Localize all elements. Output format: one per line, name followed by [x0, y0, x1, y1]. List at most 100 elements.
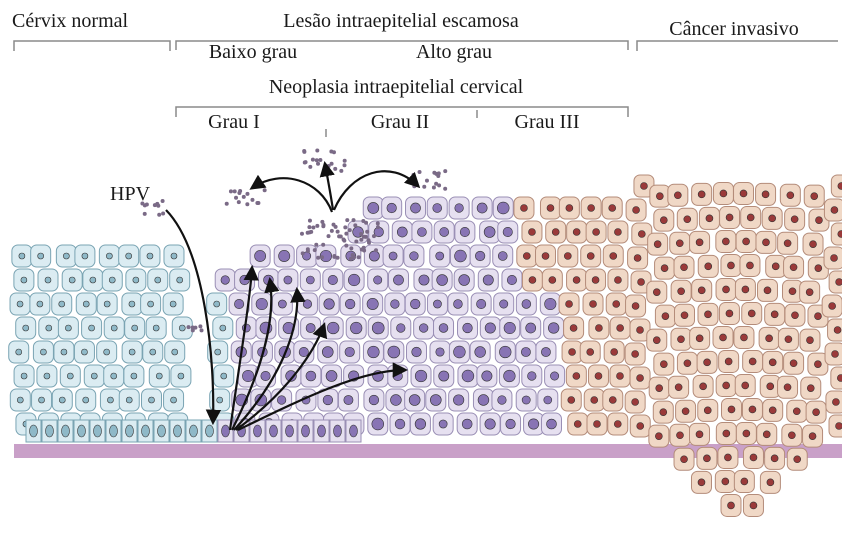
cell-nucleus: [660, 217, 667, 224]
cell-nucleus: [706, 215, 713, 222]
cell-nucleus: [483, 275, 493, 285]
cell-nucleus: [632, 399, 639, 406]
cell-nucleus: [369, 395, 379, 405]
hpv-particle: [225, 202, 229, 206]
cell-nucleus: [419, 324, 428, 333]
cell-nucleus: [838, 231, 842, 238]
cell-nucleus: [764, 287, 771, 294]
basal-nucleus: [126, 425, 134, 437]
cell-nucleus: [131, 373, 137, 379]
cell-nucleus: [836, 423, 842, 430]
hpv-particle: [237, 200, 241, 204]
cell-nucleus: [17, 397, 23, 403]
cell-nucleus: [520, 205, 527, 212]
cell-nucleus: [278, 300, 286, 308]
cell-nucleus: [484, 227, 495, 238]
cell-nucleus: [104, 349, 110, 355]
hpv-particle: [306, 249, 310, 253]
hpv-particle: [360, 247, 364, 251]
cell-nucleus: [723, 430, 730, 437]
hpv-particle: [315, 149, 319, 153]
cell-nucleus: [595, 325, 602, 332]
cell-nucleus: [640, 183, 647, 190]
cell-nucleus: [475, 347, 486, 358]
cell-nucleus: [698, 191, 705, 198]
cell-nucleus: [552, 229, 559, 236]
cell-nucleus: [813, 409, 820, 416]
cell-nucleus: [504, 370, 516, 382]
cell-nucleus: [790, 360, 797, 367]
cell-nucleus: [547, 205, 554, 212]
cell-nucleus: [832, 351, 839, 358]
cell-nucleus: [498, 252, 507, 261]
cell-nucleus: [676, 240, 683, 247]
cell-nucleus: [40, 349, 46, 355]
label-high-grade: Alto grau: [416, 41, 492, 63]
cell-nucleus: [700, 383, 707, 390]
cell-nucleus: [498, 396, 507, 405]
hpv-particle: [321, 243, 325, 247]
hpv-particle: [143, 212, 147, 216]
bracket-normal: [14, 41, 170, 51]
cell-nucleus: [614, 421, 621, 428]
hpv-particle: [374, 248, 378, 252]
hpv-particle: [330, 229, 334, 233]
cell-nucleus: [453, 395, 464, 406]
cell-nucleus: [433, 204, 442, 213]
cell-nucleus: [61, 349, 67, 355]
cell-nucleus: [549, 277, 556, 284]
cell-nucleus: [69, 277, 75, 283]
hpv-particle: [343, 159, 347, 163]
cell-nucleus: [148, 301, 154, 307]
cell-nucleus: [617, 325, 624, 332]
cell-nucleus: [769, 215, 776, 222]
cell-nucleus: [831, 255, 838, 262]
basal-nucleus: [190, 425, 198, 437]
cell-nucleus: [544, 396, 552, 404]
hpv-particle: [361, 219, 365, 223]
cell-nucleus: [150, 349, 156, 355]
cell-nucleus: [328, 275, 337, 284]
cell-nucleus: [81, 349, 87, 355]
cell-nucleus: [126, 397, 132, 403]
hpv-particle: [437, 183, 441, 187]
cell-nucleus: [528, 419, 538, 429]
basal-nucleus: [222, 425, 230, 437]
hpv-particle: [327, 164, 331, 168]
cell-nucleus: [726, 310, 733, 317]
cell-nucleus: [769, 359, 776, 366]
hpv-particle: [316, 256, 320, 260]
hpv-particle: [308, 219, 312, 223]
label-grade-1: Grau I: [208, 111, 260, 133]
cell-nucleus: [21, 277, 27, 283]
basal-nucleus: [78, 425, 86, 437]
cell-nucleus: [633, 207, 640, 214]
hpv-particle: [301, 251, 305, 255]
cell-nucleus: [477, 203, 487, 213]
cell-nucleus: [327, 322, 339, 334]
cell-nucleus: [463, 323, 473, 333]
cell-nucleus: [82, 253, 88, 259]
cell-nucleus: [83, 397, 89, 403]
hpv-particle: [155, 202, 159, 206]
cell-nucleus: [454, 300, 463, 309]
basal-nucleus: [350, 425, 358, 437]
cell-nucleus: [705, 263, 712, 270]
cell-nucleus: [743, 430, 750, 437]
hpv-particle: [334, 225, 338, 229]
cell-nucleus: [504, 322, 515, 333]
hpv-particle: [422, 185, 426, 189]
cell-nucleus: [497, 202, 509, 214]
label-invasive-cancer: Câncer invasivo: [669, 18, 798, 40]
cell-nucleus: [794, 456, 801, 463]
cell-nucleus: [769, 407, 776, 414]
cell-nucleus: [215, 349, 221, 355]
cell-nucleus: [806, 289, 813, 296]
hpv-particle: [345, 218, 349, 222]
cell-nucleus: [430, 395, 441, 406]
cell-nucleus: [638, 231, 645, 238]
cell-nucleus: [217, 397, 223, 403]
hpv-particle: [311, 158, 315, 162]
hpv-particle: [306, 231, 310, 235]
cell-nucleus: [263, 275, 273, 285]
